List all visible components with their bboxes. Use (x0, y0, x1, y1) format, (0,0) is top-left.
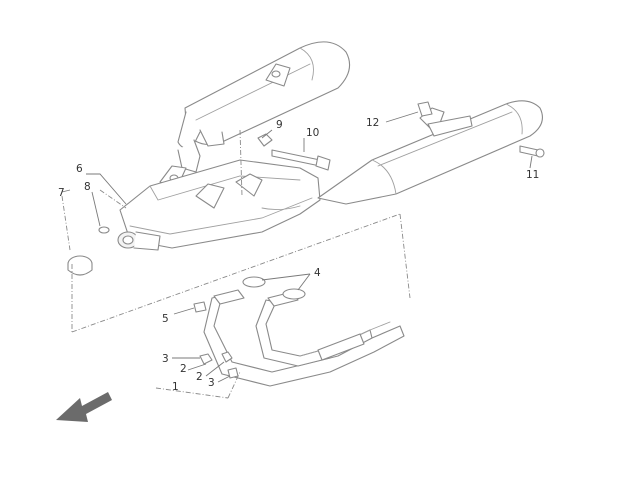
callout-labels: 1 2 2 3 3 4 5 6 7 8 9 10 11 12 (58, 117, 539, 393)
bolt-part-9[interactable] (257, 133, 273, 147)
callout-9: 9 (276, 119, 283, 131)
callout-11: 11 (526, 169, 539, 181)
callout-7: 7 (58, 187, 65, 199)
callout-10: 10 (306, 127, 319, 139)
right-muffler[interactable] (317, 100, 543, 205)
callout-2a: 2 (180, 363, 187, 375)
callout-5: 5 (162, 313, 169, 325)
leader-lines (61, 111, 533, 383)
callout-3b: 3 (208, 377, 215, 389)
callout-1: 1 (172, 381, 179, 393)
bolt-part-8[interactable] (98, 226, 110, 234)
nuts-studs-part-2-3[interactable] (199, 351, 239, 379)
left-muffler[interactable] (177, 41, 351, 149)
callout-8: 8 (84, 181, 91, 193)
exhaust-gaskets-part-4[interactable] (242, 276, 306, 300)
callout-2b: 2 (196, 371, 203, 383)
callout-4: 4 (314, 267, 321, 279)
exhaust-pipe-assembly[interactable] (203, 295, 405, 387)
bolt-part-10[interactable] (271, 149, 331, 171)
callout-3a: 3 (162, 353, 169, 365)
chamber-inlet-joint[interactable] (117, 231, 161, 251)
assembly-boundary-lines (61, 129, 411, 399)
damper-part-12[interactable] (417, 101, 433, 117)
callout-12: 12 (366, 117, 379, 129)
front-direction-arrow-icon (56, 392, 112, 422)
gasket-part-7[interactable] (67, 255, 93, 276)
bolt-part-11[interactable] (519, 145, 545, 158)
gasket-part-5[interactable] (193, 301, 207, 313)
callout-6: 6 (76, 163, 83, 175)
